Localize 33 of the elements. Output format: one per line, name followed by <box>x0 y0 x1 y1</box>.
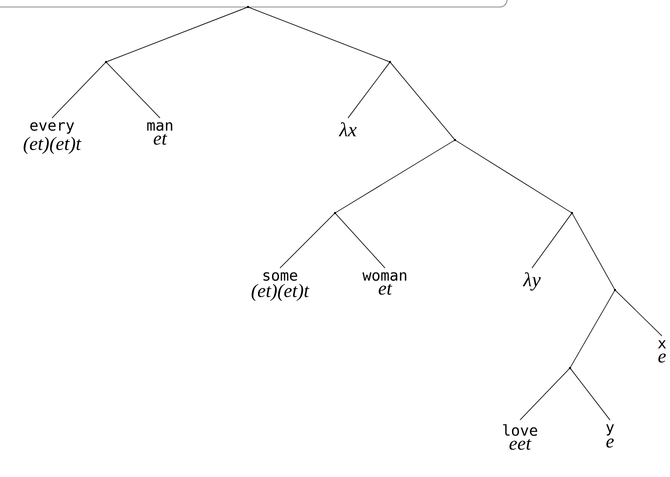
tree-branch <box>570 290 616 368</box>
tree-branch <box>248 6 390 62</box>
tree-branch <box>454 140 572 214</box>
lambda-binder: λx <box>338 122 357 136</box>
branch-point <box>104 60 108 64</box>
tree-branch <box>348 62 390 118</box>
tree-branch <box>334 212 386 268</box>
tree-branch <box>106 62 160 118</box>
tree-leaf: every (et)(et)t <box>24 122 82 154</box>
tree-leaf: woman et <box>362 272 406 295</box>
branch-point <box>246 6 250 8</box>
tree-branch <box>614 290 662 336</box>
tree-branch <box>532 212 572 268</box>
tree-branch <box>280 212 336 268</box>
tree-branch <box>572 212 616 290</box>
branch-point <box>570 212 574 214</box>
tree-branch <box>520 368 570 420</box>
branch-point <box>334 212 336 214</box>
tree-leaf: x e <box>658 340 666 363</box>
branch-point <box>568 366 572 370</box>
tree-leaf: y e <box>606 424 614 448</box>
lambda-binder: λy <box>522 272 541 291</box>
branch-point <box>614 288 616 292</box>
branch-point <box>454 138 456 142</box>
tree-leaf: man et <box>147 122 172 145</box>
tree-branch <box>570 368 610 420</box>
branch-point <box>388 60 392 64</box>
tree-branch <box>106 6 248 62</box>
tree-branch <box>390 62 456 140</box>
tree-branch <box>334 140 456 214</box>
tree-leaf: love eet <box>503 424 538 450</box>
tree-branch <box>52 62 106 118</box>
tree-leaf: some (et)(et)t <box>252 272 310 302</box>
